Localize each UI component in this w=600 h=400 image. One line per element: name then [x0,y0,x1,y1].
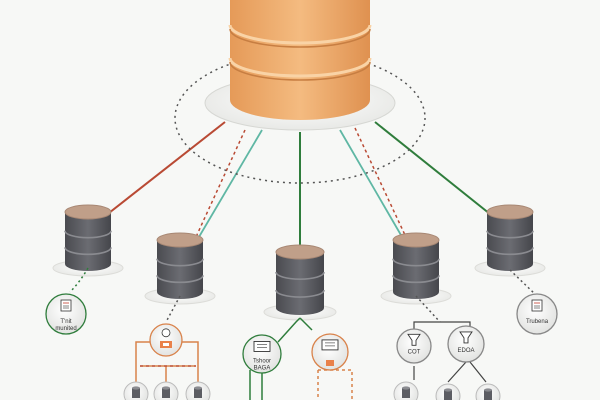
bottom-node-row [123,381,501,400]
database-top [392,232,440,248]
bubble-circle [242,334,282,374]
small-node-6 [475,383,501,400]
central-hub-database [204,0,396,131]
node-g-label: Trubena [526,319,549,325]
database-band [275,271,325,280]
hub-band-2-shadow [229,61,371,81]
hub-band-1 [228,24,372,45]
funnel-icon [459,331,473,344]
database-band [156,258,204,267]
bubble-circle [311,333,349,371]
node-b-bubble [149,323,183,357]
node-g-bubble: Trubena [516,293,558,335]
node-e-label: COT [408,350,421,356]
node-e-bubble: COT [396,328,432,364]
small-node-1 [123,381,149,400]
funnel-icon [407,333,421,346]
small-node-4 [393,381,419,400]
dotted-db1-node-a [69,267,89,293]
database-band [275,289,325,298]
connector-hub-db1 [99,121,226,221]
gray-tree-e [413,321,487,383]
database-3 [263,244,337,321]
database-2 [144,232,216,305]
list-icon [531,299,543,312]
document-icon [60,299,72,312]
database-band [392,258,440,267]
database-band [156,275,204,284]
dotted-db4-tree [415,295,441,323]
connector-hub-db4-dashed [354,127,413,251]
database-4 [380,232,452,305]
connector-hub-db5 [374,121,496,219]
hub-cylinder-body [230,0,370,120]
orbit-ring [174,52,426,184]
lower-connectors [69,267,538,400]
connector-hub-db4 [339,129,406,243]
node-f-label: EDOA [457,348,474,354]
small-node-5 [435,383,461,400]
database-body [276,252,324,315]
database-body [157,240,203,299]
upload-box-icon [160,328,172,348]
orange-tree-b [135,341,199,400]
hub-band-2 [228,57,372,78]
database-top [486,204,534,220]
database-body [393,240,439,299]
screen-cart-icon [321,339,339,366]
hub-band-1-shadow [229,28,371,48]
node-d-bubble [311,333,349,371]
small-node-2 [153,381,179,400]
bubble-circle [45,293,87,335]
database-band [392,275,440,284]
database-layer [52,204,546,321]
database-top [275,244,325,260]
database-top [156,232,204,248]
connector-hub-db2 [195,129,263,243]
bubble-circle [149,323,183,357]
database-body [487,212,533,271]
database-5 [474,204,546,277]
bubble-circle [516,293,558,335]
connector-hub-db2-dashed [189,129,246,251]
database-1 [52,204,124,277]
database-top [64,204,112,220]
database-band [64,230,112,239]
small-node-3 [185,381,211,400]
orange-tree-d [317,369,353,400]
dotted-db5-node-g [509,269,538,297]
hub-connectors [99,121,496,252]
bubble-circle [447,325,485,363]
database-body [65,212,111,271]
green-tree-c [249,317,313,400]
bubble-circle [396,328,432,364]
database-band [64,247,112,256]
node-f-bubble: EDOA [447,325,485,363]
database-band [486,247,534,256]
screen-icon [253,341,271,352]
database-band [486,230,534,239]
